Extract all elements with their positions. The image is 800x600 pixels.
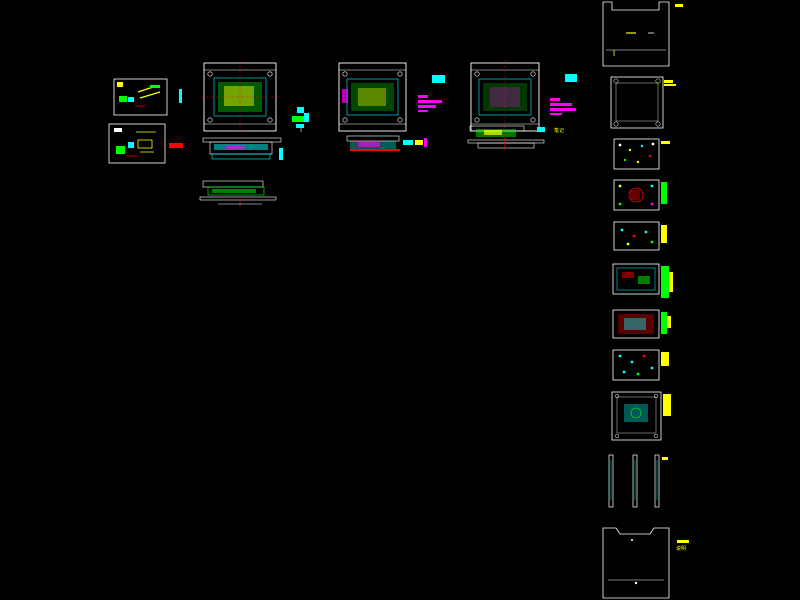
plate-e: [612, 309, 671, 339]
plate-f: [612, 349, 669, 381]
plate-top-view: [602, 1, 683, 67]
plate-bottom-view: [602, 527, 689, 599]
ejector-pins: [608, 454, 668, 508]
mold-side-view-1: [199, 180, 277, 206]
plate-b: [613, 179, 667, 211]
section-marker: [179, 89, 182, 103]
cyan-callout-3: [565, 74, 577, 82]
main-note-label: 笔记: [554, 127, 564, 134]
mold-section-view-3: [467, 125, 545, 150]
plate-c: [613, 221, 667, 251]
red-tag: [169, 143, 183, 148]
plate-d: [612, 263, 673, 298]
mold-section-view-1: [202, 137, 283, 160]
cyan-callout-2: [432, 75, 445, 83]
plate-clamp: [610, 76, 676, 129]
detail-view-upper: [113, 78, 168, 116]
plate-g: [611, 391, 671, 441]
magenta-notes-2: [418, 95, 442, 112]
mold-plan-view-3: [470, 60, 540, 134]
side-note-label: 说明: [676, 545, 686, 552]
detail-view-lower: [108, 123, 166, 164]
magenta-notes-3: [550, 98, 576, 115]
plate-a: [613, 138, 670, 170]
mold-section-view-2: [346, 135, 427, 151]
component-sketch: [292, 107, 309, 132]
mold-plan-view-2: [338, 62, 407, 132]
mold-plan-view-1: [201, 60, 279, 134]
cyan-tag-3: [537, 127, 545, 132]
